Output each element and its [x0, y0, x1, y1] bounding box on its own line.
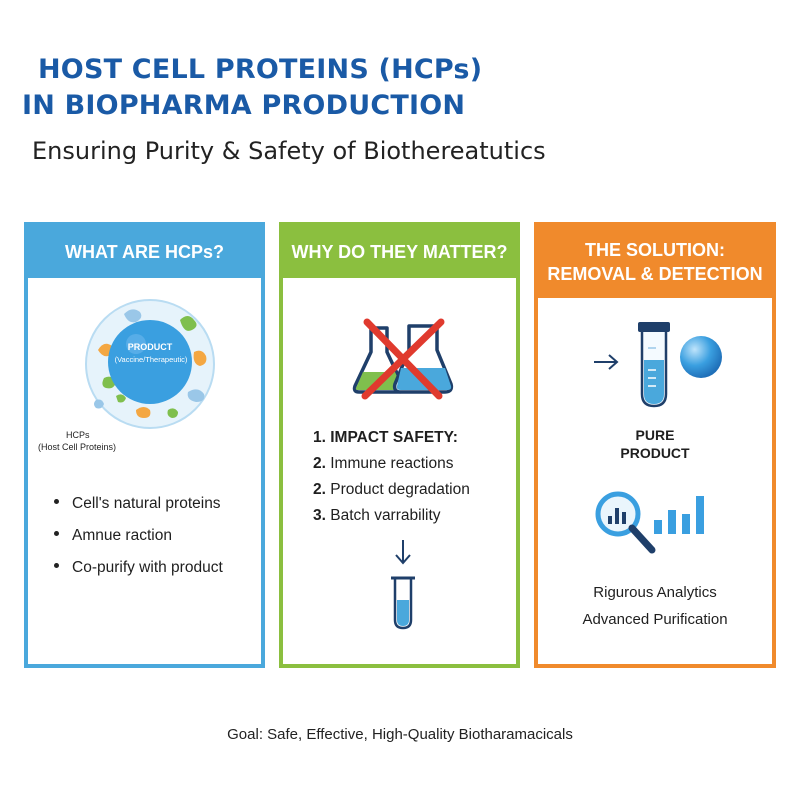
list-item: Rigurous Analytics — [593, 584, 717, 601]
test-tube-icon — [391, 576, 415, 630]
hcp-facts-list: Cell's natural proteins Amnue raction Co… — [54, 494, 223, 590]
magnifier-chart-icon — [595, 491, 656, 554]
title-line-1: HOST CELL PROTEINS (HCPs) — [38, 54, 483, 85]
title-line-2: IN BIOPHARMA PRODUCTION — [22, 90, 466, 121]
hcps-sublabel: (Host Cell Proteins) — [38, 442, 117, 452]
panel-why-heading-text: WHY DO THEY MATTER? — [291, 242, 508, 262]
panel-solution-heading: THE SOLUTION: REMOVAL & DETECTION — [538, 226, 772, 298]
arrow-right-icon — [594, 354, 619, 370]
product-sublabel: (Vaccine/Therapeutic) — [114, 355, 188, 364]
list-item: 3. Batch varrability — [313, 507, 441, 524]
list-item: Co-purify with product — [54, 558, 223, 590]
product-label: PRODUCT — [127, 342, 173, 352]
impact-list: 1. IMPACT SAFETY: 2. Immune reactions 2.… — [313, 428, 470, 532]
panel-why-heading: WHY DO THEY MATTER? — [283, 226, 516, 278]
methods-list: Rigurous Analytics Advanced Purification — [538, 579, 772, 633]
list-item: 2. Immune reactions — [313, 455, 454, 472]
hcps-label: HCPs — [66, 430, 90, 440]
list-item: Advanced Purification — [582, 611, 728, 628]
subtitle: Ensuring Purity & Safety of Biothereatut… — [32, 137, 546, 165]
bar-chart-icon — [654, 496, 704, 534]
list-heading: 1. IMPACT SAFETY: — [313, 429, 458, 446]
panel-what-heading: WHAT ARE HCPs? — [28, 226, 261, 278]
panel-solution-heading-line1: THE SOLUTION: — [585, 240, 725, 260]
pure-product-label: PURE PRODUCT — [620, 427, 690, 461]
panel-solution-heading-line2: REMOVAL & DETECTION — [547, 264, 763, 284]
list-item: 2. Product degradation — [313, 481, 470, 498]
crossed-flasks-icon — [352, 318, 454, 400]
panel-what-heading-text: WHAT ARE HCPs? — [65, 242, 224, 262]
panel-solution: THE SOLUTION: REMOVAL & DETECTION PURE P… — [534, 222, 776, 668]
panel-what-are-hcps: WHAT ARE HCPs? PRODUCT (Vaccine/Therapeu… — [24, 222, 265, 668]
test-tube-icon — [638, 322, 670, 408]
goal-footer: Goal: Safe, Effective, High-Quality Biot… — [227, 726, 573, 743]
cell-illustration — [85, 299, 215, 429]
panel-why-matter: WHY DO THEY MATTER? 1. IMPACT SAFETY: 2.… — [279, 222, 520, 668]
product-sphere-icon — [680, 336, 722, 378]
arrow-down-icon — [395, 540, 411, 565]
list-item: Cell's natural proteins — [54, 494, 223, 526]
list-item: Amnue raction — [54, 526, 223, 558]
